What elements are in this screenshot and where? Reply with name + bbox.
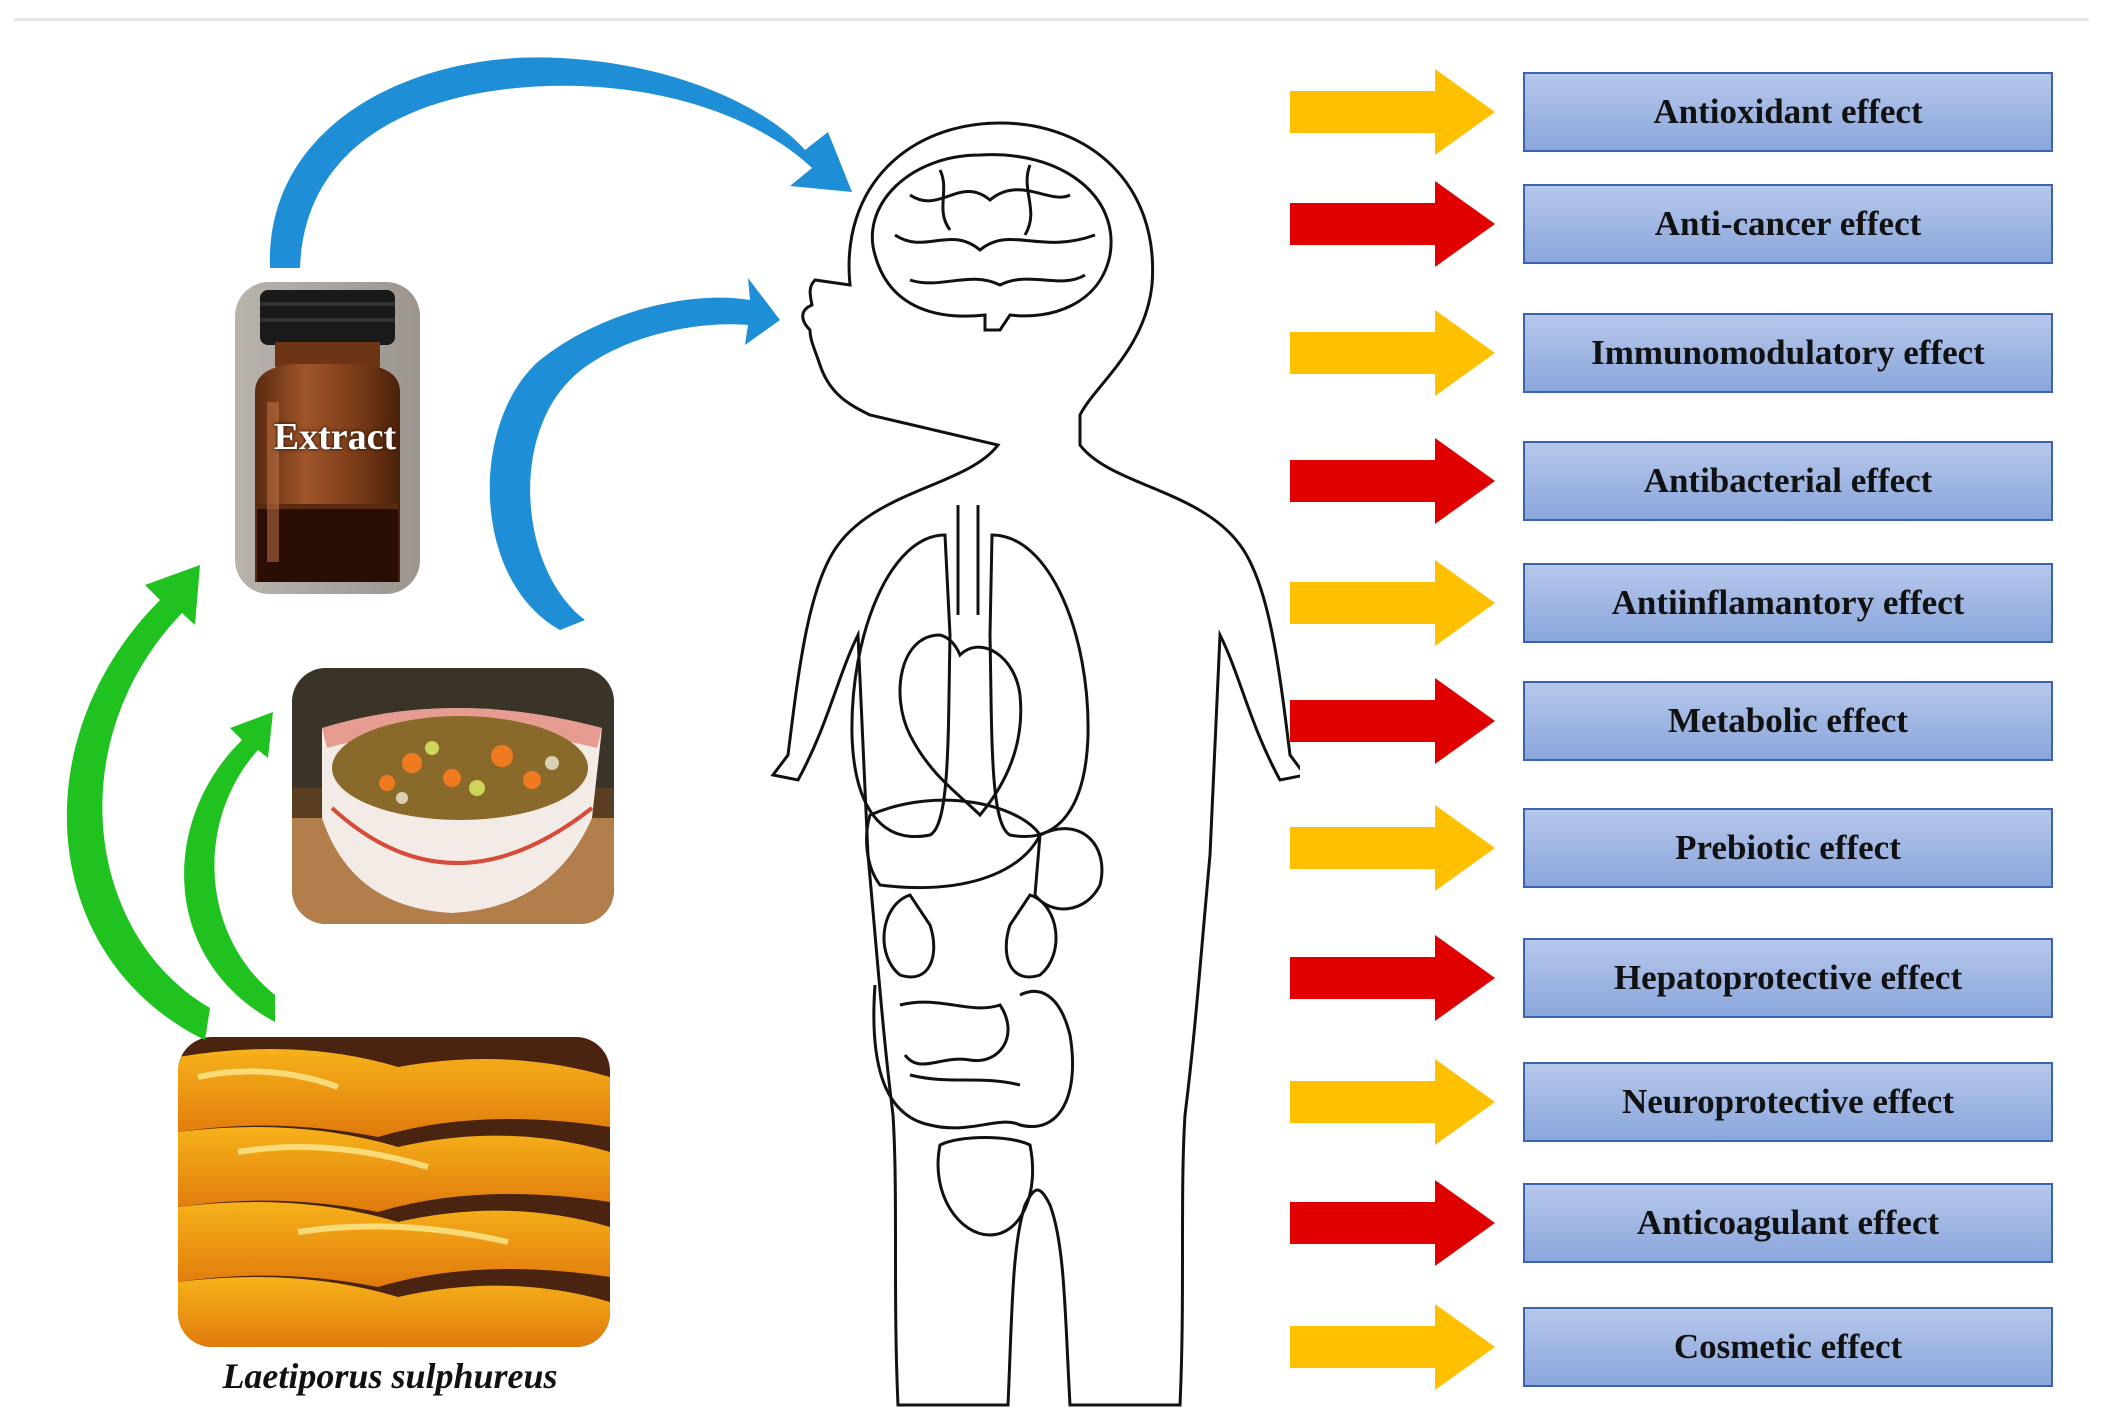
extract-label: Extract [273,416,397,458]
species-label: Laetiporus sulphureus [222,1356,558,1396]
mushroom-image [178,1037,610,1347]
blue-arrow-food-to-mouth [489,278,780,630]
effect-label: Antioxidant effect [1653,92,1923,131]
effect-box: Hepatoprotective effect [1523,938,2053,1018]
effect-label: Neuroprotective effect [1621,1082,1954,1121]
human-body-outline [770,121,1300,1407]
red-arrow [1290,678,1495,764]
green-arrow-mushroom-to-food [184,712,275,1022]
soup-bowl-image [292,668,614,924]
yellow-arrow [1290,560,1495,646]
effect-box: Anti-cancer effect [1523,184,2053,264]
red-arrow [1290,181,1495,267]
effect-label: Anti-cancer effect [1654,204,1922,243]
yellow-arrow [1290,310,1495,396]
effect-label: Prebiotic effect [1675,828,1901,867]
effect-label: Antiinflamantory effect [1611,583,1965,622]
effect-box: Immunomodulatory effect [1523,313,2053,393]
effect-box: Cosmetic effect [1523,1307,2053,1387]
effect-label: Cosmetic effect [1673,1327,1903,1366]
red-arrow [1290,438,1495,524]
effect-box: Metabolic effect [1523,681,2053,761]
top-divider [14,18,2089,21]
effect-label: Immunomodulatory effect [1591,333,1985,372]
effect-label: Antibacterial effect [1643,461,1933,500]
green-arrow-mushroom-to-extract [66,565,210,1040]
yellow-arrow [1290,1059,1495,1145]
red-arrow [1290,935,1495,1021]
yellow-arrow [1290,805,1495,891]
effect-box: Antibacterial effect [1523,441,2053,521]
yellow-arrow [1290,69,1495,155]
effect-box: Neuroprotective effect [1523,1062,2053,1142]
effect-box: Anticoagulant effect [1523,1183,2053,1263]
effect-box: Prebiotic effect [1523,808,2053,888]
yellow-arrow [1290,1304,1495,1390]
effect-box: Antiinflamantory effect [1523,563,2053,643]
blue-arrow-extract-to-brain [269,57,852,268]
effect-box: Antioxidant effect [1523,72,2053,152]
effect-label: Anticoagulant effect [1636,1203,1940,1242]
extract-bottle-image [235,282,420,594]
effect-label: Hepatoprotective effect [1613,958,1963,997]
effect-label: Metabolic effect [1668,701,1908,740]
red-arrow [1290,1180,1495,1266]
